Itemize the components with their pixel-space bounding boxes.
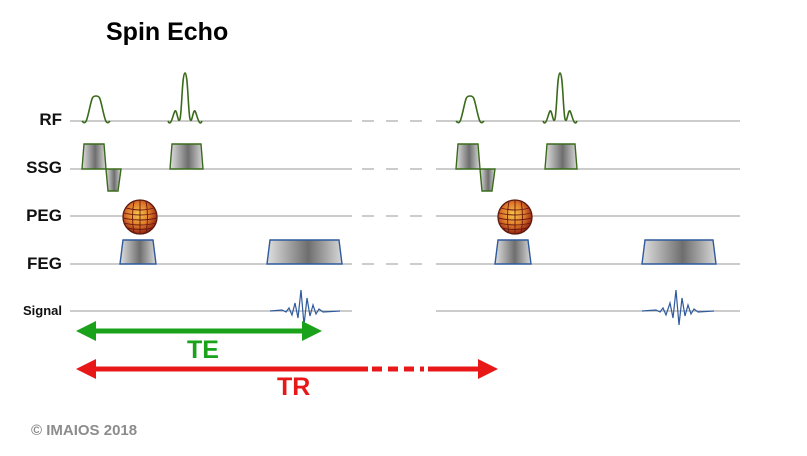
ssg-gradients xyxy=(81,143,578,192)
row-label-peg: PEG xyxy=(26,206,62,225)
peg-phase-encode-first xyxy=(122,199,158,235)
rf-pulse-180-first xyxy=(167,72,203,124)
baselines xyxy=(70,120,740,312)
row-label-feg: FEG xyxy=(27,254,62,273)
ssg-lobe-rephase-first xyxy=(105,168,122,192)
ssg-lobe-slice-select-second xyxy=(455,143,481,170)
echo-first xyxy=(269,289,341,326)
echo-second xyxy=(641,289,715,326)
tr-label: TR xyxy=(277,373,311,401)
rf-pulse-180-second xyxy=(542,72,578,124)
row-label-rf: RF xyxy=(39,110,62,129)
ssg-lobe-refocus-first xyxy=(169,143,204,170)
feg-dephase-first xyxy=(119,239,157,265)
ssg-lobe-slice-select-first xyxy=(81,143,107,170)
rf-pulse-90-second xyxy=(455,95,485,124)
rf-pulses xyxy=(81,72,578,124)
row-label-signal: Signal xyxy=(22,303,62,318)
peg-gradients xyxy=(122,199,533,235)
rf-pulse-90-first xyxy=(81,95,111,124)
feg-gradients xyxy=(119,239,717,265)
te-label: TE xyxy=(187,336,219,364)
diagram-title: Spin Echo xyxy=(106,18,229,46)
ssg-lobe-refocus-second xyxy=(544,143,578,170)
feg-readout-first xyxy=(266,239,343,265)
row-label-ssg: SSG xyxy=(26,158,62,177)
ssg-lobe-rephase-second xyxy=(479,168,496,192)
copyright-notice: © IMAIOS 2018 xyxy=(31,422,138,439)
feg-dephase-second xyxy=(494,239,532,265)
signal-echoes xyxy=(269,289,715,326)
peg-phase-encode-second xyxy=(497,199,533,235)
feg-readout-second xyxy=(641,239,717,265)
